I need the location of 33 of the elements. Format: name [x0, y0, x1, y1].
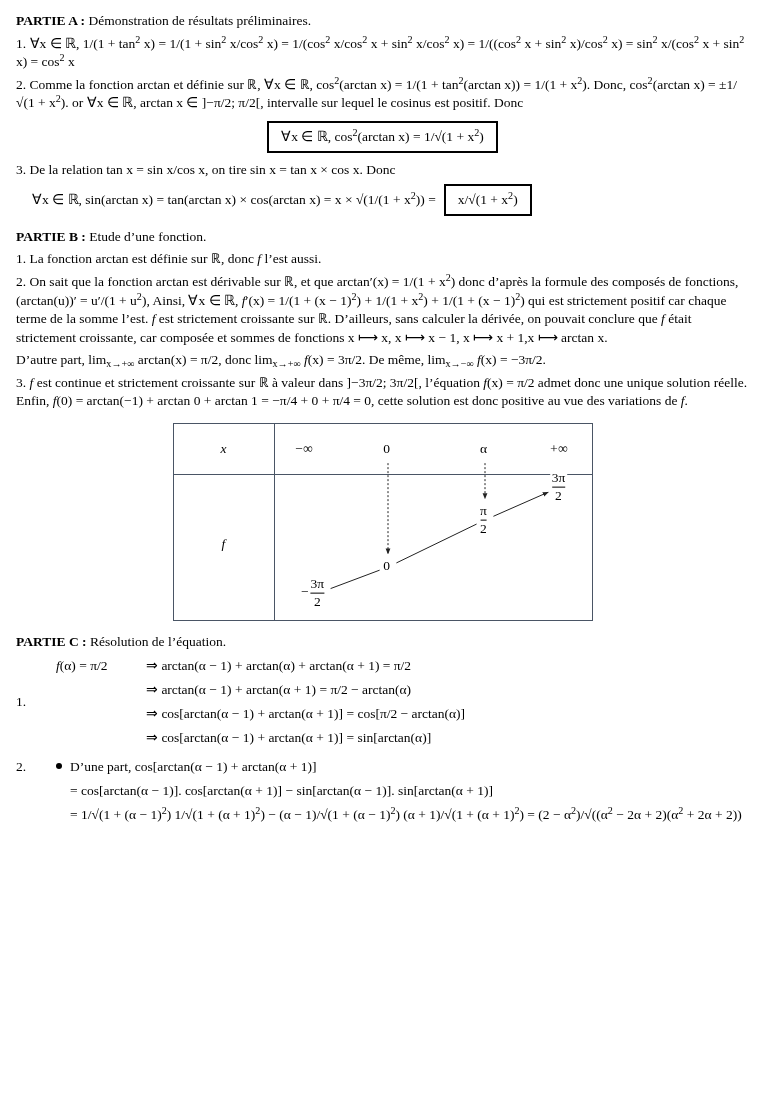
variable-label: x: [220, 440, 227, 456]
value-label: −∞: [294, 440, 313, 456]
section-heading: PARTIE A : Démonstration de résultats préliminaires.: [16, 13, 312, 28]
equation: f(α) = π/2: [56, 656, 109, 675]
equation: = 1/√(1 + (α − 1)$^{2}$) 1/√(1 + (α + 1)$^{2}$) − (α − 1)/√(1 + (α − 1)$^{2}$) (α + 1)/√(1 + (α + 1)$^{2}$) = (2 − α$^{2}$)/√((α$^{2}$ − 2α + 2)(α$^{2}$ + 2α + 2)): [70, 805, 742, 824]
function-label: f: [221, 535, 226, 551]
paragraph: 2. Comme la fonction arctan et définie sur ℝ, ∀x ∈ ℝ, cos$^{2}$(arctan x) = 1/(1 + tan$^{2}$(arctan x)) = 1/(1 + x$^{2}$). Donc, cos$^{2}$(arctan x) = ±1/√(1 + x$^{2}$). or ∀x ∈ ℝ, arctan x ∈ ]−π/2; π/2[, intervalle sur lequel le cosinus est positif. Donc: [16, 76, 738, 111]
equation: ⇒ cos[arctan(α − 1) + arctan(α + 1)] = cos[π/2 − arctan(α)]: [146, 705, 466, 723]
paragraph: 1. La fonction arctan est définie sur ℝ, donc f l’est aussi.: [16, 251, 322, 267]
paragraph: 1. ∀x ∈ ℝ, 1/(1 + tan$^{2}$ x) = 1/(1 + sin$^{2}$ x/cos$^{2}$ x) = 1/(cos$^{2}$ x/cos$^{2}$ x + sin$^{2}$ x/cos$^{2}$ x) = 1/((cos$^{2}$ x + sin$^{2}$ x)/cos$^{2}$ x) = sin$^{2}$ x/(cos$^{2}$ x + sin$^{2}$ x) = cos$^{2}$ x: [16, 35, 745, 70]
paragraph: 2. On sait que la fonction arctan est dérivable sur ℝ, et que arctan′(x) = 1/(1 + x$^{2}$) donc d’après la formule des composés de fonctions, (arctan(u))′ = u′/(1 + u$^{2}$), Ainsi, ∀x ∈ ℝ, f′(x) = 1/(1 + (x − 1)$^{2}$) + 1/(1 + x$^{2}$) + 1/(1 + (x − 1)$^{2}$) qui est strictement positif car chaque terme de la somme l’est. f est strictement croissante sur ℝ. D’ailleurs, sans calculer la dérivée, on pouvait conclure que f était strictement croissante, car composée et sommes de fonctions x ⟼ x, x ⟼ x − 1, x ⟼ x + 1,x ⟼ arctan x.: [16, 274, 739, 345]
connector-line: [329, 569, 380, 589]
equation: ∀x ∈ ℝ, sin(arctan x) = tan(arctan x) × cos(arctan x) = x × √(1/(1 + x$^{2}$)) =: [32, 189, 436, 209]
value-label: +∞: [549, 440, 568, 456]
equation: = cos[arctan(α − 1)]. cos[arctan(α + 1)] − sin[arctan(α − 1)]. sin[arctan(α + 1)]: [70, 781, 494, 800]
paragraph: D’autre part, lim$_{x→+∞}$ arctan(x) = π/2, donc lim$_{x→+∞}$ f(x) = 3π/2. De même, lim$_{x→−∞}$ f(x) = −3π/2.: [16, 352, 546, 368]
boxed-result: ∀x ∈ ℝ, cos$^{2}$(arctan x) = 1/√(1 + x$^{2}$): [267, 120, 498, 154]
connector-line: [395, 523, 477, 564]
boxed-result: x/√(1 + x$^{2}$): [443, 183, 532, 216]
section-heading: PARTIE B : Etude d’une fonction.: [16, 228, 207, 244]
paragraph: 3. f est continue et strictement croissante sur ℝ à valeur dans ]−3π/2; 3π/2[, l’équation f(x) = π/2 admet donc une unique solution réelle. Enfin, f(0) = arctan(−1) + arctan 0 + arctan 1 = −π/4 + 0 + π/4 = 0, cette solution est donc positive au vue des variations de f.: [16, 374, 748, 409]
paragraph: 3. De la relation tan x = sin x/cos x, on tire sin x = tan x × cos x. Donc: [16, 162, 396, 178]
arrow: [492, 491, 549, 517]
equation: ⇒ arctan(α − 1) + arctan(α + 1) = π/2 − arctan(α): [146, 680, 413, 699]
minus-sign: −: [300, 582, 309, 601]
section-heading: PARTIE C : Résolution de l’équation.: [16, 633, 226, 649]
equation: ⇒ arctan(α − 1) + arctan(α) + arctan(α + 1) = π/2: [146, 656, 413, 675]
arrow: [385, 462, 390, 555]
equation: ⇒ cos[arctan(α − 1) + arctan(α + 1)] = sin[arctan(α)]: [146, 729, 433, 748]
item-number: 1.: [16, 693, 27, 709]
item-number: 2.: [16, 758, 27, 774]
equation: D’une part, cos[arctan(α − 1) + arctan(α + 1)]: [70, 757, 318, 776]
arrow: [482, 462, 487, 500]
